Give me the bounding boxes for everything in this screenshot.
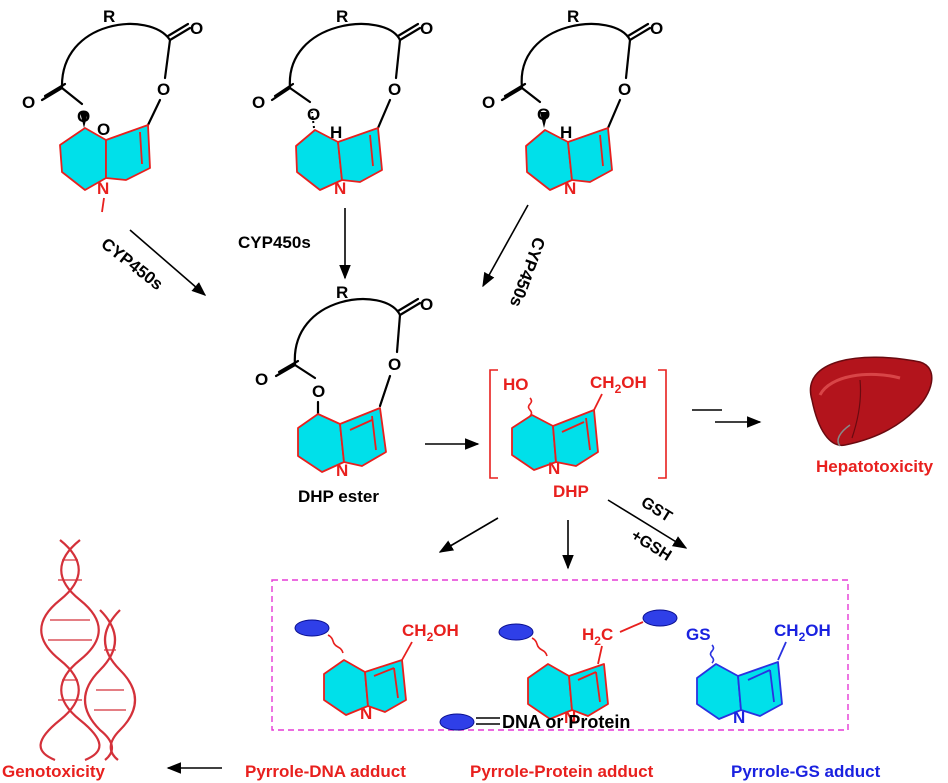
hydroxy-group: HO (503, 375, 529, 394)
ester-oxygen-left: O (312, 382, 325, 401)
carbonyl-oxygen-left: O (255, 370, 268, 389)
heliotridine-type-alkaloid: R O O O O H N (482, 7, 663, 198)
hydroxymethyl-group: CH2OH (590, 373, 647, 396)
enzyme-cyp450-middle: CYP450s (238, 233, 311, 252)
dhp-ester-label: DHP ester (298, 487, 379, 506)
arrow-cyp-left (129, 229, 207, 296)
carbonyl-oxygen-right: O (650, 19, 663, 38)
carbonyl-oxygen-left: O (482, 93, 495, 112)
retronecine-type-alkaloid: R O O O O H N (252, 7, 433, 198)
legend-dna-or-protein: DNA or Protein (502, 712, 630, 732)
arrow-to-dna-adduct (438, 517, 499, 553)
pyrrole-gs-adduct-label: Pyrrole-GS adduct (731, 762, 881, 781)
pyrrole-dna-adduct-structure: CH2OH N (294, 619, 459, 723)
ester-oxygen-right: O (388, 80, 401, 99)
liver-icon (809, 356, 933, 447)
nitrogen-atom: N (360, 704, 372, 723)
nitrogen-atom: N (564, 708, 576, 727)
r-group-label: R (336, 283, 348, 302)
otonecine-type-alkaloid: R O O O O O N (22, 7, 203, 213)
dhp-label: DHP (553, 482, 589, 501)
hydroxymethyl-group: CH2OH (402, 621, 459, 644)
r-group-label: R (567, 7, 579, 26)
nitrogen-atom: N (336, 461, 348, 480)
pyrrole-gs-adduct-structure: GS CH2OH N (686, 621, 831, 727)
cofactor-gsh: +GSH (628, 527, 674, 565)
adducts-box (271, 579, 849, 731)
pyrrole-protein-adduct-structure: H2C N (498, 609, 678, 727)
hydrogen-atom: H (560, 123, 572, 142)
biomolecule-ellipse-icon (294, 619, 330, 637)
r-group-label: R (103, 7, 115, 26)
enzyme-cyp450-right: CYP450s (506, 235, 549, 310)
nitrogen-atom: N (548, 459, 560, 478)
nitrogen-atom: N (564, 179, 576, 198)
hepatotoxicity-label: Hepatotoxicity (816, 457, 934, 476)
dhp-ester-structure: R O O O O N (255, 283, 433, 480)
glutathione-group: GS (686, 625, 711, 644)
carbonyl-oxygen-right: O (190, 19, 203, 38)
enzyme-cyp450-left: CYP450s (98, 234, 167, 294)
pyrrole-protein-adduct-label: Pyrrole-Protein adduct (470, 762, 654, 781)
arrow-to-gs-adduct (607, 499, 688, 549)
ester-oxygen-left: O (307, 105, 320, 124)
ester-oxygen-right: O (388, 355, 401, 374)
ester-oxygen-right: O (157, 80, 170, 99)
dhp-structure: HO CH2OH N (489, 369, 667, 479)
carbonyl-oxygen-left: O (22, 93, 35, 112)
nitrogen-atom: N (334, 179, 346, 198)
nitrogen-atom: N (97, 179, 109, 198)
nitrogen-atom: N (733, 708, 745, 727)
genotoxicity-label: Genotoxicity (2, 762, 106, 781)
carbonyl-oxygen-right: O (420, 295, 433, 314)
pyrrole-dna-adduct-label: Pyrrole-DNA adduct (245, 762, 406, 781)
hydroxymethyl-group: CH2OH (774, 621, 831, 644)
ester-oxygen-right: O (618, 80, 631, 99)
ketone-oxygen: O (97, 120, 110, 139)
dna-double-helix-icon (39, 539, 136, 762)
hydrogen-atom: H (330, 123, 342, 142)
r-group-label: R (336, 7, 348, 26)
biomolecule-ellipse-icon (642, 609, 678, 627)
carbonyl-oxygen-left: O (252, 93, 265, 112)
carbonyl-oxygen-right: O (420, 19, 433, 38)
methylene-group: H2C (582, 625, 613, 648)
arrow-cyp-right (482, 204, 529, 288)
biomolecule-ellipse-icon (498, 623, 534, 641)
biomolecule-ellipse-icon (439, 713, 475, 731)
